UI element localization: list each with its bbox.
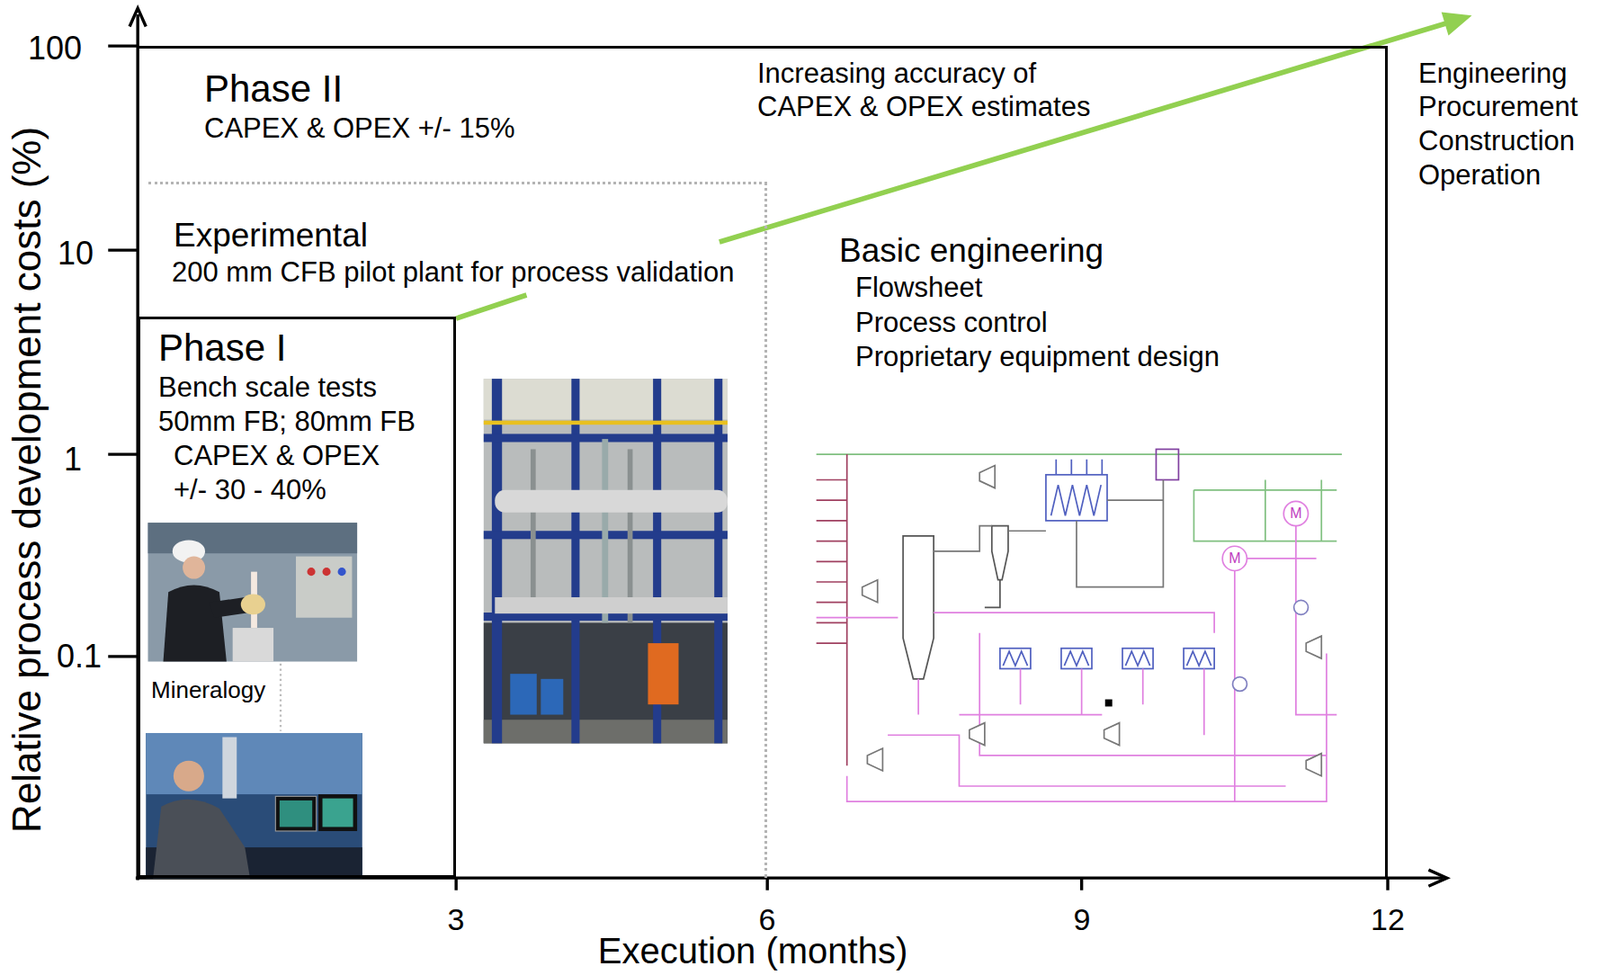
pilot-plant-photo-part (483, 378, 728, 420)
pilot-plant-photo-part (483, 719, 728, 743)
flowsheet-drawing-part (862, 465, 1323, 777)
axis (107, 8, 1448, 891)
lab-photo-part (338, 567, 347, 576)
phase-region: Experimental200 mm CFB pilot plant for p… (137, 45, 1388, 878)
pilot-plant-photo-part (540, 679, 564, 716)
lab-photo-part (307, 567, 316, 576)
trend-arrow-part (1442, 13, 1469, 35)
region-heading: Experimental (173, 215, 368, 256)
pilot-plant-photo-part (494, 490, 728, 513)
stage-item: Process control (855, 305, 1048, 340)
trend-arrow-part (719, 22, 1449, 242)
region-note: 200 mm CFB pilot plant for process valid… (171, 255, 734, 289)
mineralogy-photo-part (322, 798, 354, 828)
motor-label: M (1228, 549, 1241, 567)
pilot-plant-photo-part (627, 448, 634, 623)
trend-note: Increasing accuracy of CAPEX & OPEX esti… (757, 56, 1113, 124)
mineralogy-photo-part (279, 800, 313, 828)
axis-part (1428, 869, 1447, 886)
flowsheet-drawing-part (933, 479, 1163, 587)
axis-tick-label: 12 (1351, 901, 1424, 939)
stage-item: Flowsheet (855, 270, 983, 304)
pilot-plant-photo-part (509, 673, 537, 715)
photo-caption: Mineralogy (151, 676, 266, 705)
stage-item: Construction (1418, 124, 1575, 158)
axis-title: Execution (months) (598, 929, 909, 973)
flowsheet-drawing-part (816, 454, 1342, 541)
flowsheet-drawing-part (984, 580, 1001, 608)
lab-photo-part (182, 556, 206, 580)
stage-item: Procurement (1418, 89, 1578, 124)
axis-part (107, 45, 1388, 891)
flowsheet-drawing-part (1222, 545, 1247, 571)
mineralogy-photo-part (145, 732, 363, 878)
flowsheet-drawing-part (1051, 484, 1102, 516)
flowsheet-drawing-part (902, 536, 934, 680)
mineralogy-photo-part (173, 760, 205, 792)
stage-item: Proprietary equipment design (855, 339, 1220, 374)
pilot-plant-photo-part (483, 420, 728, 426)
mineralogy-photo (145, 732, 363, 878)
lab-photo-part (163, 584, 227, 662)
pilot-plant-photo-part (483, 378, 728, 743)
experimental-region: Experimental200 mm CFB pilot plant for p… (148, 181, 768, 878)
pilot-plant-photo-part (571, 378, 580, 743)
mineralogy-photo-part (318, 794, 358, 832)
stage-heading: Basic engineering (839, 231, 1104, 271)
flowsheet-drawing-part (1233, 677, 1248, 692)
pilot-plant-photo-part (494, 597, 728, 614)
mineralogy-photo-part (145, 732, 363, 795)
lab-photo-part (322, 567, 331, 576)
pilot-plant-photo-part (483, 622, 728, 743)
flowsheet-drawing-part (992, 526, 1009, 581)
pilot-plant-photo-part (647, 643, 679, 705)
leader-line (279, 663, 282, 732)
lab-photo-part (295, 556, 352, 618)
test-note: Bench scale tests 50mm FB; 80mm FB (158, 370, 447, 439)
flowsheet-drawing (816, 448, 1342, 802)
phase-heading: Phase I (158, 325, 287, 371)
axis-tick-label: 100 (17, 28, 82, 68)
axis-title: Relative process development costs (%) (3, 125, 52, 832)
stage-item: Engineering (1418, 56, 1567, 90)
mineralogy-photo-part (222, 737, 237, 799)
motor-label: M (1289, 504, 1302, 522)
pilot-plant-photo-part (714, 378, 723, 743)
lab-photo-part (148, 522, 358, 662)
flowsheet-drawing-part (1294, 599, 1309, 615)
flowsheet-drawing-part (1155, 448, 1179, 480)
accuracy-note: CAPEX & OPEX +/- 15% (204, 111, 515, 145)
flowsheet-drawing-part (1002, 651, 1211, 666)
accuracy-note: CAPEX & OPEX +/- 30 - 40% (173, 438, 399, 508)
pilot-plant-photo-part (491, 378, 502, 743)
phase-box: Phase IBench scale tests 50mm FB; 80mm F… (137, 316, 456, 878)
axis-tick-label: 3 (420, 901, 492, 939)
phase-heading: Phase II (204, 66, 343, 112)
lab-photo (148, 522, 358, 662)
flowsheet-drawing-part (1045, 474, 1108, 521)
axis-part (129, 8, 146, 27)
mineralogy-photo-part (275, 795, 316, 832)
flowsheet-drawing-part (1105, 699, 1113, 707)
lab-photo-part (241, 594, 266, 616)
lab-photo-part (232, 627, 274, 662)
flowsheet-drawing-part (816, 526, 1338, 802)
trend-arrow-part (455, 294, 527, 319)
pilot-plant-photo-part (530, 448, 537, 613)
flowsheet-drawing-part (816, 454, 848, 766)
flowsheet-drawing-part (1283, 500, 1308, 526)
pilot-plant-photo (483, 378, 728, 743)
pilot-plant-photo-part (601, 438, 608, 623)
mineralogy-photo-part (152, 799, 251, 878)
stage-item: Operation (1418, 158, 1541, 192)
axis-tick-label: 9 (1045, 901, 1118, 939)
flowsheet-drawing-part (1055, 459, 1102, 475)
